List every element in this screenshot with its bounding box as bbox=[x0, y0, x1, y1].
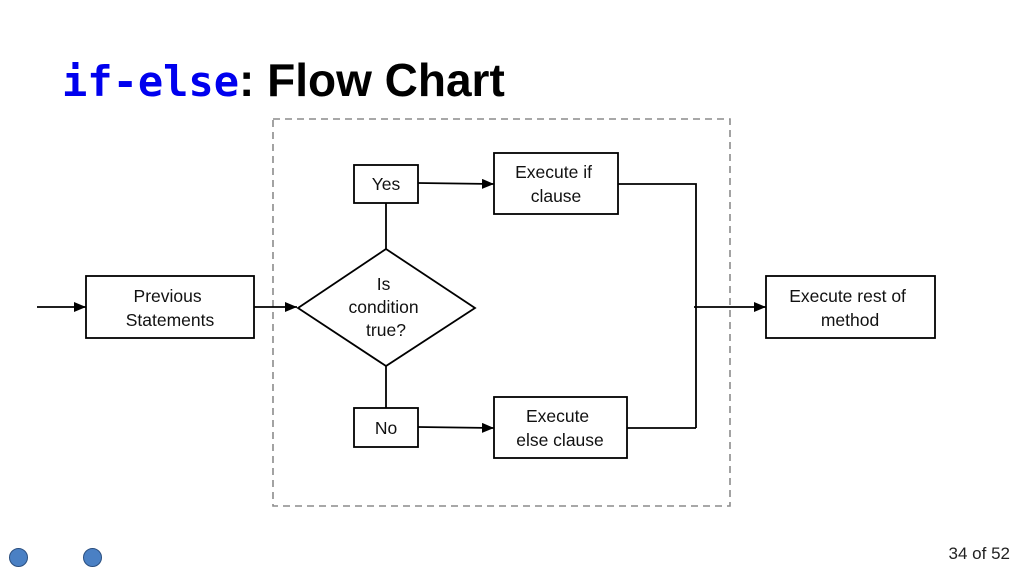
page-number: 34 of 52 bbox=[948, 544, 1010, 563]
if-else-region bbox=[272, 118, 731, 507]
svg-text:Is condition true?: Is condition true? bbox=[349, 274, 424, 340]
node-execute-else-clause: Execute else clause bbox=[493, 396, 628, 459]
else-clause-label-line-2: else clause bbox=[516, 430, 604, 450]
nav-dot-previous[interactable] bbox=[9, 548, 28, 567]
node-execute-rest-of-method: Execute rest of method bbox=[765, 275, 936, 339]
node-condition-decision: Is condition true? bbox=[296, 247, 477, 368]
svg-text:Execute if clause: Execute if clause bbox=[515, 162, 597, 206]
no-label: No bbox=[375, 418, 397, 438]
svg-text:Execute rest of method: Execute rest of method bbox=[789, 286, 911, 330]
slide-title: if-else: Flow Chart bbox=[62, 52, 505, 108]
yes-label: Yes bbox=[372, 174, 401, 194]
node-yes-label: Yes bbox=[353, 164, 419, 204]
if-clause-label-line-1: Execute if bbox=[515, 162, 592, 182]
node-no-label: No bbox=[353, 407, 419, 448]
title-text: : Flow Chart bbox=[239, 54, 505, 106]
node-previous-statements: Previous Statements bbox=[85, 275, 255, 339]
if-clause-label-line-2: clause bbox=[531, 186, 582, 206]
condition-label-line-2: condition bbox=[349, 297, 419, 317]
svg-text:Execute else clause: Execute else clause bbox=[516, 406, 604, 450]
rest-label-line-1: Execute rest of bbox=[789, 286, 906, 306]
rest-label-line-2: method bbox=[821, 310, 879, 330]
condition-label-line-3: true? bbox=[366, 320, 406, 340]
else-clause-label-line-1: Execute bbox=[526, 406, 589, 426]
edge-yes-to-if-clause bbox=[417, 178, 495, 189]
nav-dot-next[interactable] bbox=[83, 548, 102, 567]
condition-label-line-1: Is bbox=[377, 274, 391, 294]
svg-text:Previous Statements: Previous Statements bbox=[126, 286, 215, 330]
previous-label-line-1: Previous bbox=[134, 286, 202, 306]
title-code: if-else bbox=[62, 57, 240, 106]
edge-no-to-else-clause bbox=[417, 422, 495, 433]
connectors bbox=[37, 178, 766, 433]
edge-if-clause-to-merge bbox=[618, 183, 697, 428]
node-execute-if-clause: Execute if clause bbox=[493, 152, 619, 215]
previous-label-line-2: Statements bbox=[126, 310, 215, 330]
